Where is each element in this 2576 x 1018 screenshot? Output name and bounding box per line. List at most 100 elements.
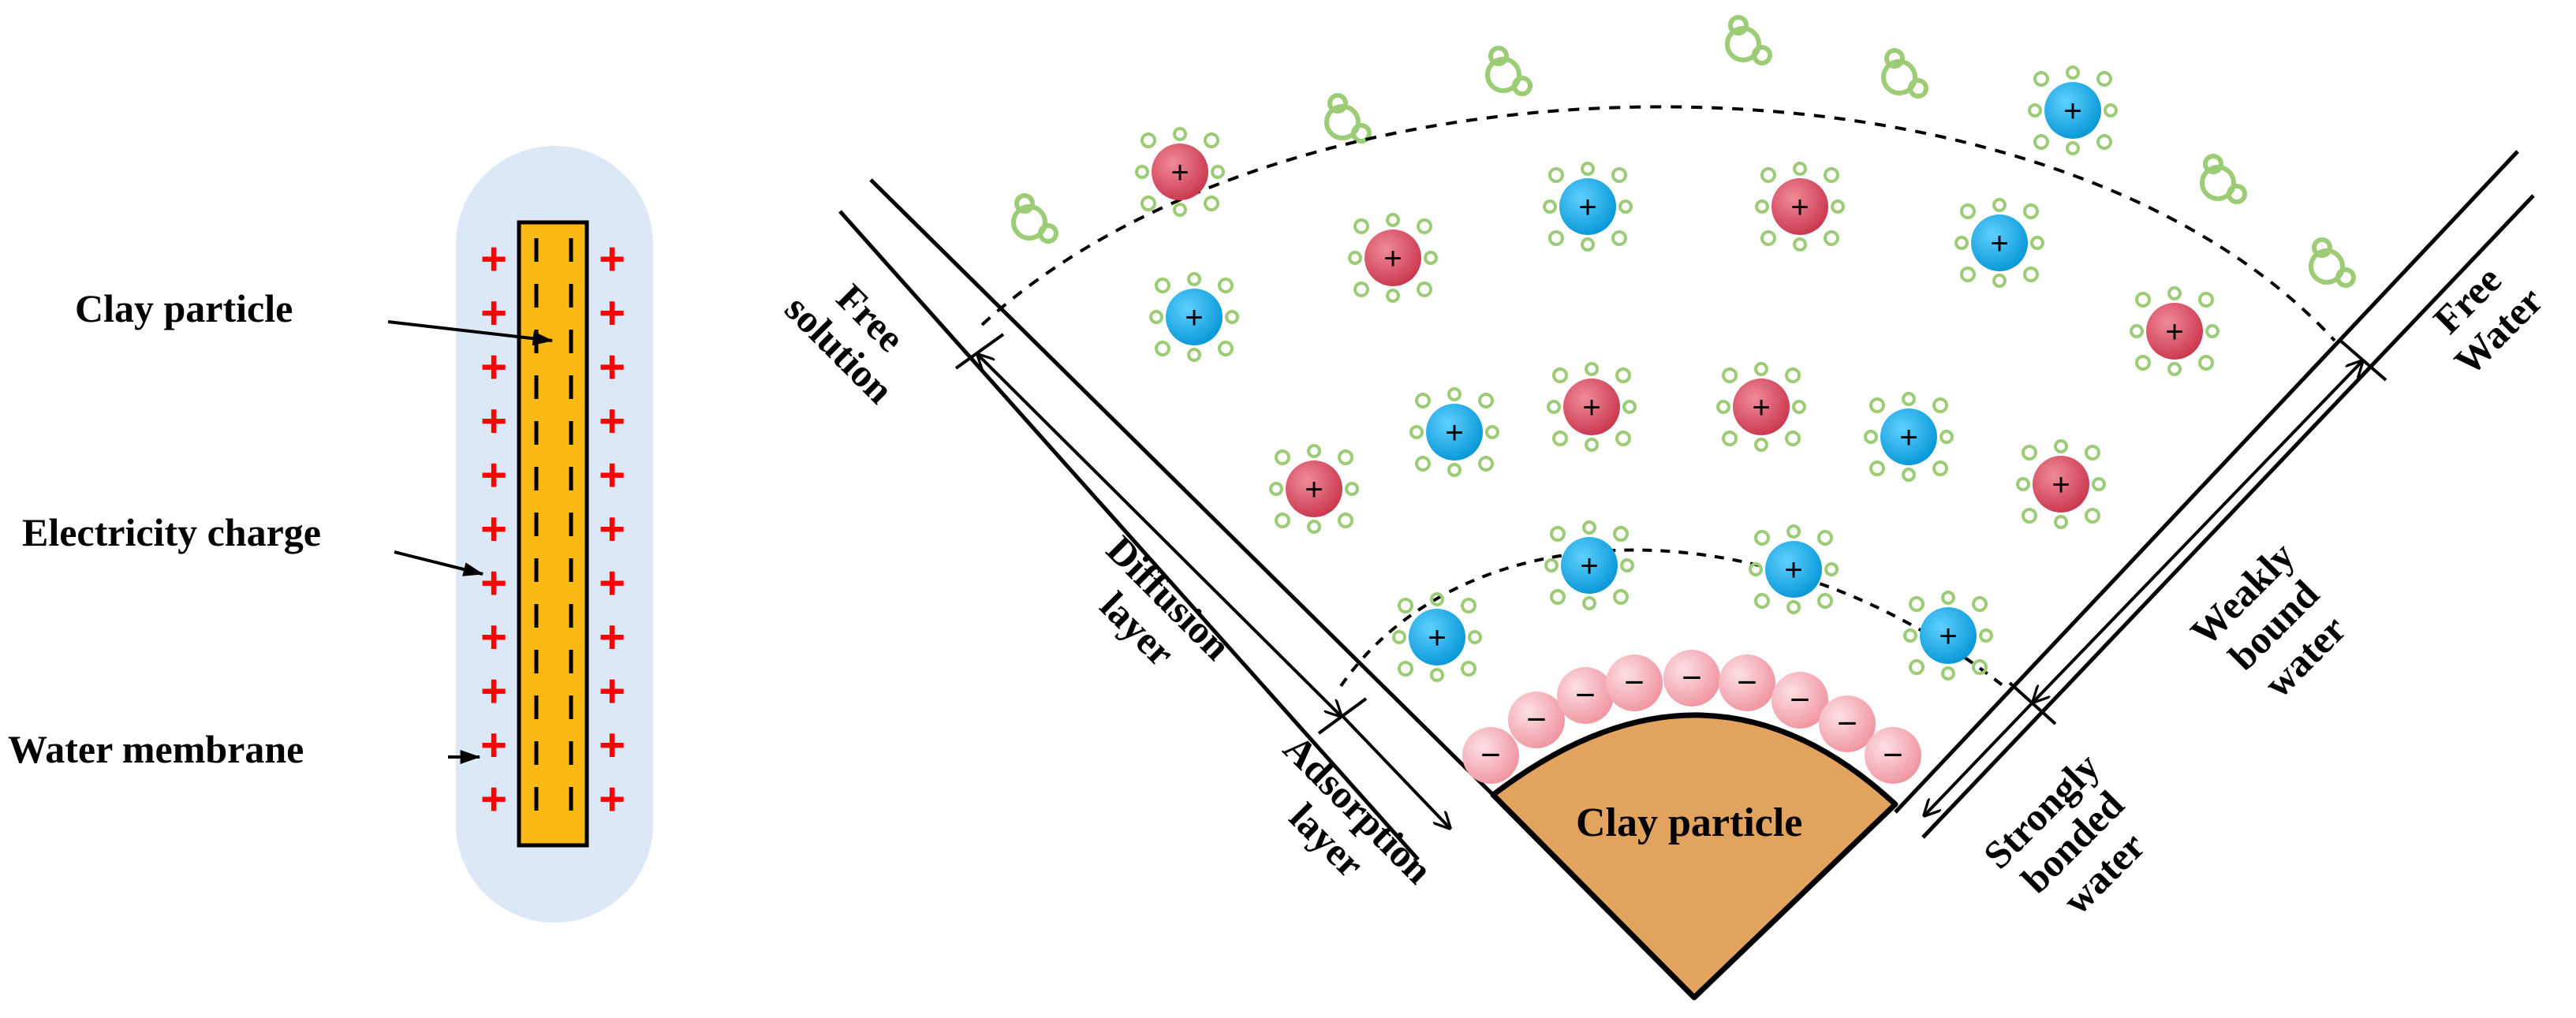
clay-particle-wedge <box>1490 712 1898 1001</box>
svg-text:−: − <box>1737 663 1757 702</box>
plus-charge: + <box>480 666 507 717</box>
plus-charge: + <box>480 341 507 393</box>
svg-text:+: + <box>1580 549 1598 584</box>
svg-text:+: + <box>1990 226 2008 261</box>
plus-charge: + <box>480 449 507 501</box>
plus-charge: + <box>599 504 625 555</box>
label-weakly-bound-water: Weakly bound water <box>2182 533 2354 706</box>
water-molecule <box>2309 237 2356 288</box>
blue-cation: + <box>1149 272 1239 362</box>
svg-text:+: + <box>2165 315 2183 349</box>
water-molecule <box>1485 46 1533 96</box>
red-cation: + <box>1269 444 1359 534</box>
plus-charge: + <box>480 233 507 285</box>
plus-charge: + <box>599 774 625 825</box>
svg-text:+: + <box>1899 420 1917 455</box>
svg-text:+: + <box>1939 619 1957 654</box>
svg-text:+: + <box>1784 553 1802 587</box>
diffusion-layer-arrow <box>978 355 1341 716</box>
free-solution-tick <box>954 333 1005 370</box>
plus-charge: + <box>599 720 625 771</box>
label-free-solution: Free solution <box>777 275 913 412</box>
svg-text:−: − <box>1480 736 1501 774</box>
svg-text:+: + <box>1305 472 1323 507</box>
label-clay-particle-left: Clay particle <box>75 286 293 330</box>
left-panel: +++++++++++ +++++++++++ Clay particle El… <box>8 146 653 923</box>
blue-cation: + <box>2028 65 2118 155</box>
svg-text:+: + <box>1752 390 1770 425</box>
plus-charge: + <box>599 341 625 393</box>
diffusion-layer-boundary <box>1339 548 2005 688</box>
svg-text:−: − <box>1526 700 1547 739</box>
anion: − <box>1557 667 1614 724</box>
plus-charge: + <box>480 396 507 447</box>
svg-text:+: + <box>2063 94 2081 129</box>
blue-cation: + <box>1864 392 1954 482</box>
blue-cation: + <box>1543 162 1633 252</box>
free-solution-boundary <box>980 105 2336 342</box>
red-cation: + <box>1716 362 1806 452</box>
blue-cation: + <box>1749 524 1839 614</box>
plus-charge: + <box>480 504 507 555</box>
anion: − <box>1865 727 1921 784</box>
plus-charge: + <box>480 720 507 771</box>
svg-text:−: − <box>1790 681 1810 719</box>
red-cation: + <box>2130 286 2219 376</box>
right-panel: −−−−−−−−− ++++++++++++++++++ Clay partic… <box>777 15 2551 1001</box>
svg-text:+: + <box>1445 416 1463 450</box>
diffusion-layer-tick <box>1317 697 1368 735</box>
blue-cation: + <box>1544 520 1634 610</box>
blue-cation: + <box>1409 387 1499 477</box>
red-cation: + <box>2016 439 2106 529</box>
anion: − <box>1771 672 1828 729</box>
red-cation: + <box>1348 213 1438 303</box>
plus-charge: + <box>480 288 507 339</box>
plus-charge: + <box>599 557 625 609</box>
svg-text:+: + <box>1170 155 1189 190</box>
adsorbed-anion-layer: −−−−−−−−− <box>1462 650 1921 784</box>
blue-cation: + <box>1903 591 1993 681</box>
plus-charge: + <box>599 612 625 663</box>
free-water-tick <box>2337 337 2387 382</box>
weakly-bound-water-arrow <box>2033 361 2362 702</box>
label-electricity-charge: Electricity charge <box>22 510 321 554</box>
label-diffusion-layer: Diffusion layer <box>1092 527 1239 674</box>
water-molecule <box>1881 48 1928 99</box>
anion: − <box>1663 650 1720 707</box>
svg-text:−: − <box>1883 736 1903 774</box>
red-cation: + <box>1547 362 1637 452</box>
plus-charge: + <box>599 449 625 501</box>
plus-charge: + <box>599 288 625 339</box>
svg-text:−: − <box>1624 663 1645 702</box>
anion: − <box>1462 727 1519 784</box>
plus-charge: + <box>599 396 625 447</box>
svg-text:+: + <box>2051 468 2070 502</box>
anion: − <box>1508 692 1565 748</box>
svg-text:+: + <box>1578 190 1596 225</box>
svg-text:+: + <box>1185 300 1203 335</box>
blue-cation: + <box>1392 592 1482 682</box>
water-molecule <box>1324 93 1372 144</box>
clay-particle-strip <box>517 220 589 848</box>
anion: − <box>1819 695 1876 752</box>
weakly-bound-water-tick <box>2008 681 2057 725</box>
adsorption-layer-arrow <box>1341 714 1450 828</box>
free-water-molecules <box>1011 15 2356 288</box>
red-cation: + <box>1755 162 1845 252</box>
svg-text:−: − <box>1682 658 1702 697</box>
anion: − <box>1719 654 1775 711</box>
plus-charge: + <box>480 774 507 825</box>
electric-charge-column-left: +++++++++++ <box>480 233 507 825</box>
water-molecule <box>1011 193 1058 244</box>
label-water-membrane: Water membrane <box>8 727 304 771</box>
anion: − <box>1606 654 1663 711</box>
plus-charge: + <box>599 666 625 717</box>
blue-cation: + <box>1954 198 2044 288</box>
red-cation: + <box>1135 127 1225 217</box>
label-adsorption-layer: Adsorption layer <box>1275 726 1442 893</box>
label-free-water: Free Water <box>2425 257 2551 383</box>
svg-text:+: + <box>1428 621 1446 655</box>
svg-text:−: − <box>1837 704 1857 743</box>
